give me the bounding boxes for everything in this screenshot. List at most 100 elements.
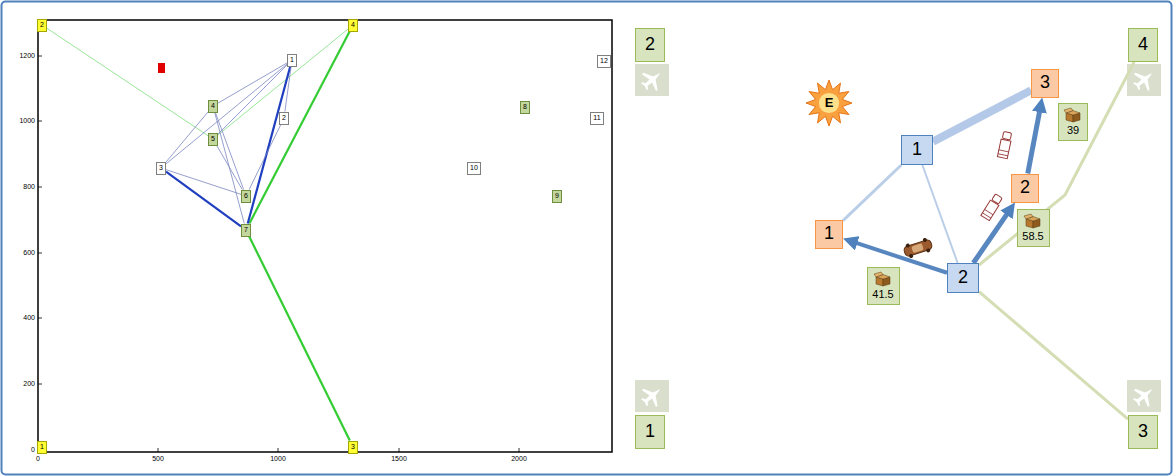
route-line: [979, 62, 1134, 265]
plot-airport: 2: [37, 19, 47, 32]
route-line: [249, 32, 349, 224]
node-label: 2: [40, 21, 44, 29]
node-label: 39: [1067, 124, 1079, 136]
plot-node: 10: [467, 162, 481, 175]
route-line: [979, 292, 1128, 419]
tick: [38, 121, 42, 122]
node-label: 3: [1040, 73, 1050, 93]
plot-node: 11: [590, 112, 604, 125]
tick: [38, 56, 42, 57]
truck-cab: [1002, 131, 1011, 140]
plot-airport: 3: [348, 441, 358, 454]
node-label: 41.5: [872, 288, 893, 300]
truck-detail: [985, 209, 993, 214]
route-line: [248, 67, 290, 224]
package-box: 39: [1058, 103, 1088, 141]
truck-cab: [992, 194, 1002, 204]
demand-box: 1: [815, 220, 843, 249]
airport-box: 2: [635, 28, 665, 62]
route-line: [218, 29, 348, 135]
airplane-icon: [637, 65, 668, 96]
node-label: 2: [282, 114, 286, 122]
car-icon: [902, 237, 933, 260]
node-label: 11: [593, 114, 600, 122]
axis-tick-label: 0: [36, 455, 40, 463]
node-label: 2: [958, 268, 968, 288]
axis-tick-label: 200: [23, 380, 35, 388]
route-line: [933, 90, 1031, 141]
node-label: 58.5: [1022, 230, 1043, 242]
node-label: 7: [244, 226, 248, 234]
event-star: E: [806, 80, 852, 126]
route-line: [843, 165, 901, 221]
axis-tick-label: 1000: [19, 117, 35, 125]
starburst-outer: [806, 80, 852, 126]
truck-cargo: [981, 200, 999, 221]
route-line: [218, 63, 287, 103]
car-wheel: [926, 248, 931, 253]
starburst-core: [819, 93, 839, 113]
tick: [158, 448, 159, 452]
parcel-face: [1024, 214, 1033, 219]
route-line: [215, 113, 243, 190]
node-label: 4: [351, 21, 355, 29]
plane-tile-bg: [1127, 380, 1161, 412]
demand-box: 3: [1031, 69, 1059, 98]
truck-detail: [982, 213, 990, 218]
demand-box: 2: [1011, 174, 1039, 203]
route-line: [1028, 105, 1041, 174]
plot-node: 7: [241, 224, 251, 237]
truck-icon: [997, 131, 1012, 159]
event-marker: [158, 63, 165, 73]
axis-tick-label: 400: [23, 314, 35, 322]
route-line: [215, 113, 245, 224]
plot-node: 4: [208, 100, 218, 113]
airport-box: 3: [1128, 415, 1158, 449]
connectors: [47, 28, 1134, 440]
route-line: [285, 67, 291, 112]
node-label: 1: [40, 443, 44, 451]
car-window: [911, 243, 924, 253]
node-label: 4: [211, 102, 215, 110]
plot-node: 3: [156, 162, 166, 175]
plot-node: 5: [208, 133, 218, 146]
axis-ticks: [38, 56, 519, 452]
route-line: [217, 146, 242, 190]
plot-node: 1: [287, 54, 297, 67]
plot-node: 9: [552, 190, 562, 203]
truck-cargo: [997, 139, 1011, 159]
route-line: [166, 112, 208, 162]
airplane-icon: [1129, 65, 1160, 96]
node-label: 2: [645, 35, 655, 55]
node-label: 6: [244, 192, 248, 200]
route-line: [166, 170, 241, 195]
axis-tick-label: 2000: [511, 455, 527, 463]
plot-node: 2: [279, 112, 289, 125]
truck-detail: [999, 150, 1009, 152]
plot-frame: [38, 20, 612, 452]
plot-node: 12: [597, 55, 611, 68]
node-label: 3: [351, 443, 355, 451]
axis-tick-label: 800: [23, 183, 35, 191]
parcel-icon: [873, 271, 893, 287]
car-wheel: [905, 243, 910, 248]
tick: [38, 187, 42, 188]
depot-box: 2: [947, 263, 979, 293]
airport-box: 1: [635, 415, 665, 449]
route-line: [47, 28, 208, 135]
node-label: 12: [600, 57, 608, 65]
plane-tile: [635, 64, 669, 96]
plot-node: 8: [520, 101, 530, 114]
tick: [38, 318, 42, 319]
node-label: 10: [470, 164, 478, 172]
package-box: 41.5: [867, 267, 900, 305]
airplane-icon: [637, 381, 668, 412]
tick: [519, 448, 520, 452]
plane-tile: [635, 380, 669, 412]
